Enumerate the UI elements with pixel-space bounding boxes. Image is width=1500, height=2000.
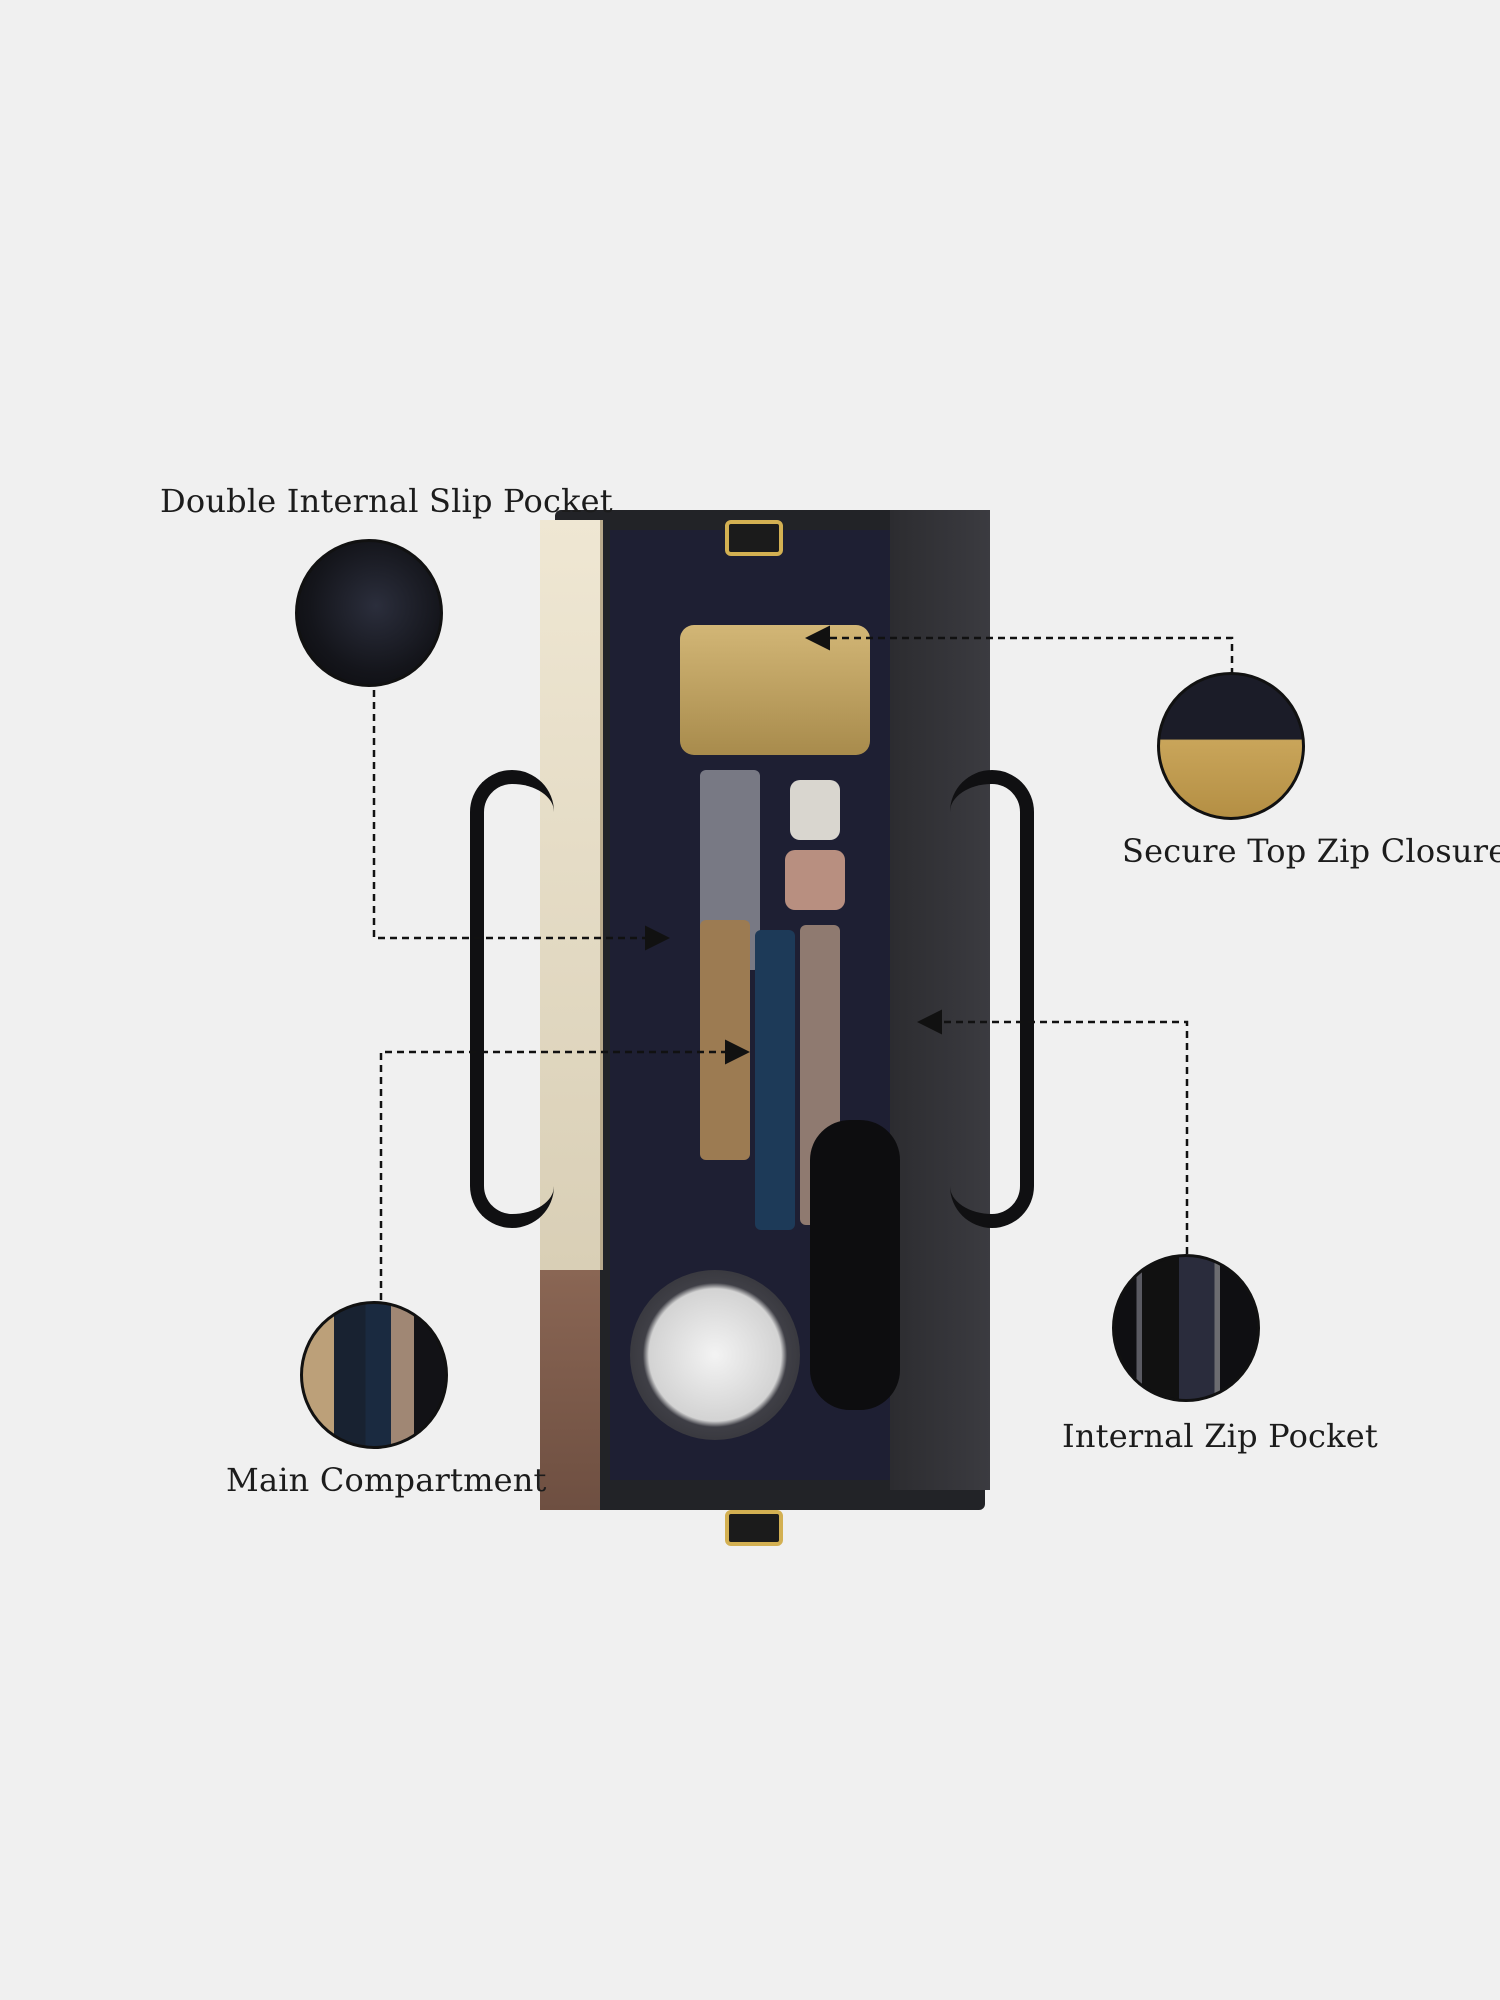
- bag-black-panel: [890, 510, 990, 1490]
- slip-pocket-zoom-circle: [295, 539, 443, 687]
- main-compartment-leader: [379, 1039, 750, 1300]
- zip-closure-zoom-circle: [1157, 672, 1305, 820]
- main-compartment-zoom-circle: [300, 1301, 448, 1449]
- handbag-photo: [460, 500, 1060, 1550]
- slip-pocket-leader: [372, 690, 670, 951]
- buckle-top-icon: [725, 520, 783, 556]
- nail-polish-item: [785, 850, 845, 910]
- internal-zip-zoom-circle: [1112, 1254, 1260, 1402]
- zip-pouch: [680, 625, 870, 755]
- nail-polish-item: [790, 780, 840, 840]
- slip-pocket-label: Double Internal Slip Pocket: [160, 482, 613, 520]
- buckle-bottom-icon: [725, 1510, 783, 1546]
- bag-brown-panel: [540, 1270, 600, 1510]
- zip-closure-leader: [805, 625, 1234, 675]
- zipper-pouch-item: [810, 1120, 900, 1410]
- mascara-item: [755, 930, 795, 1230]
- main-compartment-label: Main Compartment: [226, 1461, 547, 1499]
- internal-zip-pocket-label: Internal Zip Pocket: [1062, 1417, 1378, 1455]
- perfume-bottle-item: [630, 1270, 800, 1440]
- bag-cream-panel: [540, 520, 603, 1270]
- zip-closure-label: Secure Top Zip Closure: [1122, 832, 1500, 870]
- internal-zip-leader: [917, 1009, 1189, 1254]
